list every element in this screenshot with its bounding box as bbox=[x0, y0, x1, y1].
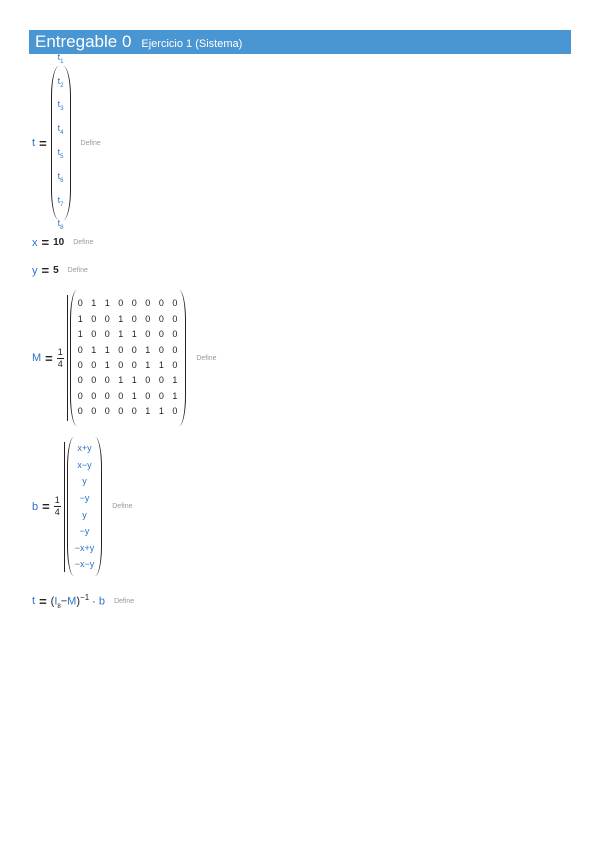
identity-symbol: I bbox=[54, 595, 58, 608]
define-label: Define bbox=[196, 354, 217, 362]
inverse-exponent: −1 bbox=[80, 593, 90, 602]
t-entry-subscript: 3 bbox=[60, 106, 64, 113]
define-label: Define bbox=[80, 139, 101, 147]
b-symbol: b bbox=[98, 595, 105, 608]
equals-sign: = bbox=[39, 135, 47, 151]
b-vector-entry: y bbox=[82, 509, 87, 520]
t-entry-subscript: 7 bbox=[60, 201, 64, 208]
b-vector-entry: −y bbox=[79, 492, 90, 503]
matrix-row: 0 0 1 0 0 1 1 0 bbox=[77, 360, 181, 370]
section-header: Entregable 0 Ejercicio 1 (Sistema) bbox=[29, 30, 571, 54]
t-entry-base: t bbox=[57, 75, 61, 86]
b-variable: b bbox=[32, 500, 39, 513]
equals-sign: = bbox=[42, 499, 50, 514]
minus-sign: − bbox=[60, 595, 68, 608]
t-entry-subscript: 4 bbox=[60, 130, 64, 136]
b-vector-entry: −x+y bbox=[74, 542, 95, 553]
t-entry-subscript: 5 bbox=[60, 153, 64, 160]
define-label: Define bbox=[113, 597, 135, 605]
t-variable: t bbox=[32, 595, 36, 608]
fraction-denominator: 4 bbox=[57, 358, 63, 369]
b-scalar-fraction: 1 4 bbox=[53, 495, 61, 518]
matrix-row: 0 0 0 0 1 0 0 1 bbox=[77, 390, 181, 401]
x-variable: x bbox=[32, 236, 38, 249]
t-entry-base: t bbox=[57, 218, 61, 229]
b-vector-entry: x−y bbox=[77, 459, 92, 470]
t-entry-base: t bbox=[57, 170, 61, 181]
equals-sign: = bbox=[41, 263, 50, 278]
M-definition[interactable]: M = 1 4 0 1 1 0 0 0 0 0 1 0 0 1 0 0 0 0 1 … bbox=[32, 290, 217, 426]
fraction-denominator: 4 bbox=[54, 507, 60, 517]
t-vector-entry: t1 bbox=[58, 48, 64, 72]
matrix-row: 0 0 0 0 0 1 1 0 bbox=[77, 406, 181, 417]
matrix-row: 0 1 1 0 0 0 0 0 bbox=[77, 298, 181, 309]
define-label: Define bbox=[73, 239, 94, 246]
t-variable: t bbox=[32, 137, 36, 149]
b-vector-entry: x+y bbox=[77, 443, 92, 454]
y-definition[interactable]: y = 5 Define bbox=[32, 263, 88, 278]
t-vector-entry: t7 bbox=[58, 191, 64, 215]
define-label: Define bbox=[112, 503, 133, 510]
fraction-numerator: 1 bbox=[56, 346, 64, 359]
t-vector-entry: t2 bbox=[58, 72, 64, 96]
identity-subscript: 8 bbox=[57, 603, 61, 610]
solve-formula: (I8−M)−1·b bbox=[50, 593, 105, 610]
fraction-bar bbox=[66, 295, 68, 421]
x-value: 10 bbox=[53, 237, 65, 248]
equals-sign: = bbox=[41, 235, 50, 250]
equals-sign: = bbox=[45, 350, 53, 366]
t-entry-base: t bbox=[57, 99, 61, 110]
t-entry-base: t bbox=[57, 123, 61, 134]
M-scalar-fraction: 1 4 bbox=[56, 346, 64, 370]
t-entry-base: t bbox=[57, 194, 61, 205]
b-definition[interactable]: b = 1 4 x+y x−y y −y y −y −x+y −x−y Define bbox=[32, 437, 132, 576]
dot-operator: · bbox=[92, 595, 96, 608]
fraction-numerator: 1 bbox=[53, 495, 61, 507]
t-vector-entry: t4 bbox=[58, 119, 64, 143]
b-vector-entry: y bbox=[82, 476, 87, 487]
t-vector-entry: t3 bbox=[58, 95, 64, 119]
b-vector-entry: −x−y bbox=[74, 559, 95, 570]
define-label: Define bbox=[67, 267, 88, 274]
M-symbol: M bbox=[67, 595, 77, 608]
matrix-row: 1 0 0 1 0 0 0 0 bbox=[77, 313, 181, 324]
y-value: 5 bbox=[53, 265, 59, 276]
t-vector-entry: t5 bbox=[58, 143, 64, 167]
t-solve-expression[interactable]: t = (I8−M)−1·b Define bbox=[32, 593, 134, 610]
t-vector-entry: t6 bbox=[58, 167, 64, 191]
matrix-row: 0 0 0 1 1 0 0 1 bbox=[77, 375, 181, 386]
matrix-row: 0 1 1 0 0 1 0 0 bbox=[77, 344, 181, 355]
section-subtitle: Ejercicio 1 (Sistema) bbox=[141, 38, 243, 50]
y-variable: y bbox=[32, 264, 38, 277]
b-vector-entry: −y bbox=[79, 526, 90, 537]
t-entry-base: t bbox=[57, 51, 61, 62]
t-entry-subscript: 1 bbox=[60, 58, 64, 65]
fraction-bar bbox=[63, 441, 65, 572]
equals-sign: = bbox=[39, 593, 47, 609]
b-vector: x+y x−y y −y y −y −x+y −x−y bbox=[66, 437, 103, 576]
t-entry-base: t bbox=[57, 147, 61, 157]
t-vector-entry: t8 bbox=[58, 214, 64, 238]
x-definition[interactable]: x = 10 Define bbox=[32, 235, 93, 250]
section-title: Entregable 0 bbox=[35, 32, 132, 51]
matrix-row: 1 0 0 1 1 0 0 0 bbox=[77, 329, 181, 340]
M-variable: M bbox=[32, 352, 42, 364]
t-entry-subscript: 2 bbox=[60, 82, 64, 89]
t-entry-subscript: 6 bbox=[60, 177, 64, 184]
M-matrix: 0 1 1 0 0 0 0 0 1 0 0 1 0 0 0 0 1 0 0 1 1 … bbox=[69, 290, 187, 426]
t-entry-subscript: 8 bbox=[60, 225, 64, 232]
